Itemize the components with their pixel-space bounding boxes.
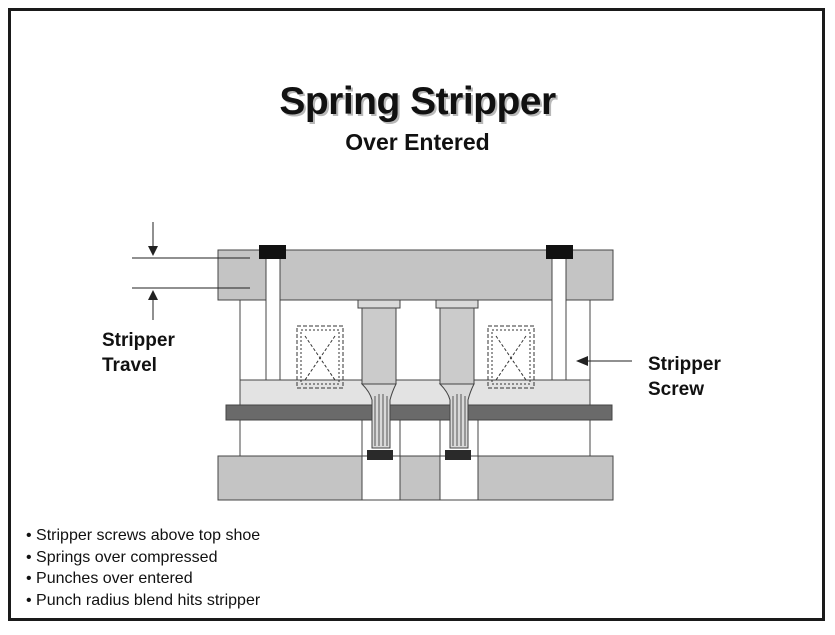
list-item: Stripper screws above top shoe [26, 525, 260, 547]
punch-left-body [361, 307, 397, 385]
up-arrow-icon [148, 290, 158, 300]
stripper-screw-right-shank [551, 257, 567, 381]
stripper-plate [239, 379, 591, 407]
diagram-title: Spring Stripper [279, 80, 556, 123]
list-item: Punches over entered [26, 568, 260, 590]
punch-holder [239, 299, 591, 381]
stripper-screw-left-head [259, 245, 286, 259]
stripper-screw-left-shank [265, 257, 281, 381]
punch-right-head [435, 299, 479, 309]
list-item: Punch radius blend hits stripper [26, 590, 260, 612]
notes-list: Stripper screws above top shoe Springs o… [26, 525, 260, 611]
stripper-travel-label: Stripper Travel [102, 330, 175, 376]
stock-strip [225, 404, 613, 421]
down-arrow-icon [148, 246, 158, 256]
spring-box-right [487, 325, 535, 389]
stripper-screw-right-head [546, 245, 573, 259]
punch-right-body [439, 307, 475, 385]
diagram-subtitle: Over Entered [345, 129, 490, 155]
slug-hole-left [361, 455, 401, 501]
spring-box-left [296, 325, 344, 389]
left-arrow-icon [576, 356, 588, 366]
lower-die-shoe [217, 455, 614, 501]
slug-right [445, 450, 471, 460]
punch-left-head [357, 299, 401, 309]
list-item: Springs over compressed [26, 547, 260, 569]
slug-hole-right [439, 455, 479, 501]
stripper-screw-label: Stripper Screw [648, 354, 721, 400]
die-block [239, 419, 591, 457]
slug-left [367, 450, 393, 460]
